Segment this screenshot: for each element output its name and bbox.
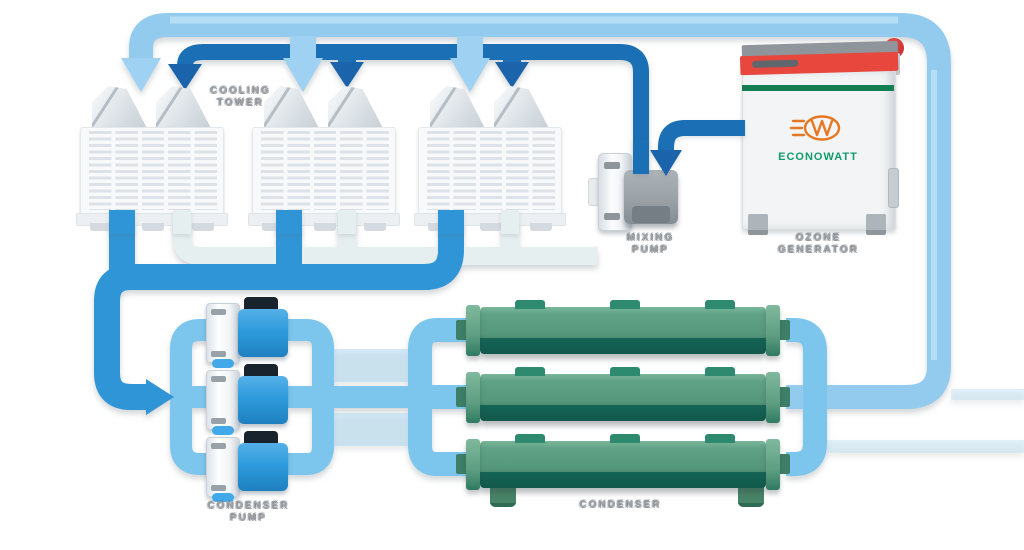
- pump-motor: [206, 303, 240, 363]
- condenser-pump-2: [206, 364, 302, 438]
- condenser-label-line1: CONDENSER: [579, 499, 661, 510]
- cooling-tower-2: [248, 86, 400, 236]
- pump-housing: [238, 309, 288, 357]
- ozone-generator-label: OZONE GENERATOR: [764, 232, 872, 256]
- pipe-condenser-right-manifold: [786, 318, 827, 476]
- flow-arrow-into-mixing-pump-icon: [650, 150, 682, 176]
- condenser-shell: [480, 374, 766, 421]
- pipe-pale-return-main: [173, 208, 598, 265]
- condenser-shell: [480, 441, 766, 488]
- condenser-pump-label: CONDENSER PUMP: [193, 500, 303, 524]
- ozone-generator-label-line1: OZONE: [795, 232, 841, 243]
- condenser-label: CONDENSER: [566, 499, 674, 511]
- pump-cap: [244, 297, 278, 311]
- condenser-tab: [610, 300, 640, 309]
- tower-foot: [314, 223, 336, 231]
- condenser-leg: [490, 485, 516, 507]
- flow-arrow-down-light-3-icon: [450, 58, 490, 92]
- brand-text: ECONOWATT: [778, 151, 858, 163]
- ozone-cabinet: [742, 70, 896, 230]
- econowatt-logo-icon: [789, 115, 841, 141]
- pipe-band-right-lower: [815, 440, 1024, 453]
- ozone-generator-label-line2: GENERATOR: [777, 244, 859, 255]
- pipe-band-upper: [323, 349, 420, 382]
- pump-base-pad: [632, 206, 670, 223]
- condenser-shell: [480, 307, 766, 354]
- tower-louvers: [423, 131, 555, 210]
- flow-arrow-down-dark-1-icon: [168, 64, 202, 90]
- condenser-tab: [705, 367, 735, 376]
- pump-coupling: [212, 426, 234, 435]
- flow-arrow-down-dark-2-icon: [330, 62, 364, 88]
- condenser-1: [456, 300, 790, 356]
- condenser-3: [456, 434, 790, 507]
- cooling-tower-1: [76, 86, 228, 236]
- pipe-band-right-upper: [951, 389, 1024, 400]
- condenser-tab: [705, 434, 735, 443]
- condenser-endcap-right: [766, 372, 780, 423]
- condenser-tab: [610, 367, 640, 376]
- condenser-endcap-left: [466, 372, 480, 423]
- ozone-handle: [888, 168, 899, 208]
- pump-cap: [244, 431, 278, 445]
- pipe-return-collector-drop: [94, 264, 430, 410]
- pump-coupling: [212, 359, 234, 368]
- flow-arrow-down-light-1-icon: [121, 58, 161, 92]
- tower-foot: [142, 223, 164, 231]
- tower-foot: [530, 223, 552, 231]
- flow-arrow-down-light-2-icon: [283, 58, 323, 92]
- pipe-band-lower: [323, 413, 420, 446]
- cooling-tower-label-line2: TOWER: [216, 97, 264, 108]
- cooling-tower-label: COOLING TOWER: [197, 85, 283, 109]
- ozone-generator: ECONOWATT: [739, 38, 915, 240]
- condenser-tab: [515, 300, 545, 309]
- flow-arrow-down-dark-3-icon: [495, 62, 529, 88]
- ozone-foot: [866, 214, 886, 235]
- brand-block: ECONOWATT: [742, 112, 894, 163]
- pump-housing: [238, 376, 288, 424]
- tower-louvers: [257, 131, 389, 210]
- tower-foot: [90, 223, 112, 231]
- mixing-pump: [588, 150, 698, 240]
- cooling-tower-label-line1: COOLING: [209, 85, 271, 96]
- tower-louvers: [85, 131, 217, 210]
- flow-arrow-right-to-pumps-icon: [146, 379, 174, 415]
- condenser-tab: [515, 367, 545, 376]
- mixing-pump-label-line1: MIXING: [626, 232, 674, 243]
- condenser-pump-label-line2: PUMP: [229, 512, 267, 523]
- tower-foot: [192, 223, 214, 231]
- mixing-pump-label: MIXING PUMP: [612, 232, 688, 256]
- condenser-endcap-left: [466, 305, 480, 356]
- ozone-green-stripe: [742, 85, 894, 91]
- pipe-ozone-to-mixing-pump: [658, 120, 745, 152]
- condenser-tab: [705, 300, 735, 309]
- cooling-tower-3: [414, 86, 566, 236]
- pump-cap: [244, 364, 278, 378]
- pump-coupling: [212, 493, 234, 502]
- condenser-tab: [610, 434, 640, 443]
- condenser-pump-1: [206, 297, 302, 371]
- condenser-tab: [515, 434, 545, 443]
- condenser-endcap-right: [766, 439, 780, 490]
- mixing-pump-label-line2: PUMP: [631, 244, 669, 255]
- pump-housing: [238, 443, 288, 491]
- condenser-pump-label-line1: CONDENSER: [207, 500, 289, 511]
- condenser-2: [456, 367, 790, 423]
- condenser-endcap-right: [766, 305, 780, 356]
- ozone-foot: [748, 214, 768, 235]
- tower-foot: [480, 223, 502, 231]
- pipe-light-header-and-downcomer: [129, 13, 951, 409]
- tower-foot: [262, 223, 284, 231]
- condenser-endcap-left: [466, 439, 480, 490]
- condenser-leg: [738, 485, 764, 507]
- condenser-pump-3: [206, 431, 302, 505]
- tower-foot: [364, 223, 386, 231]
- pipe-dark-ozone-header: [177, 44, 649, 170]
